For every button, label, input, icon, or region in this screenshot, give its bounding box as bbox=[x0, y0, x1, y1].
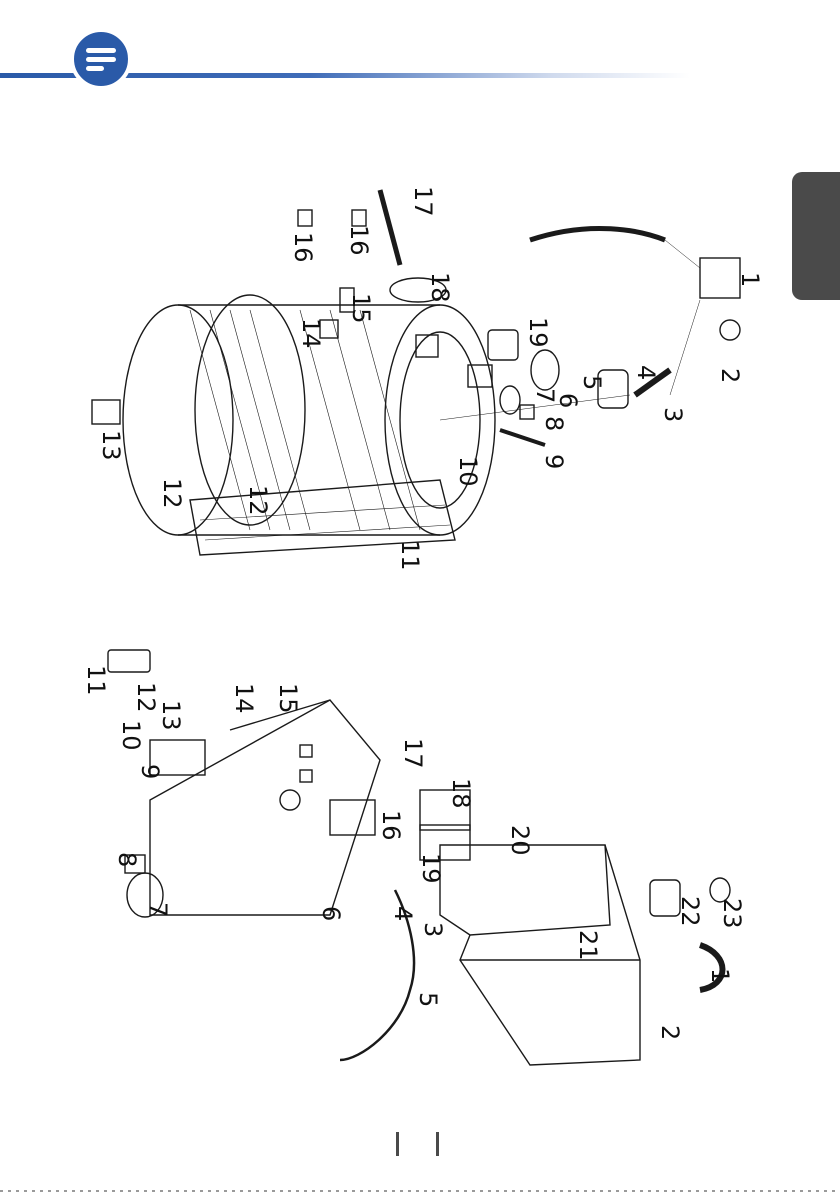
callout-16b-top: 16 bbox=[345, 225, 373, 256]
callout-19-top: 19 bbox=[524, 317, 552, 348]
callout-21-bottom: 21 bbox=[574, 930, 602, 961]
footer-mark-right bbox=[436, 1132, 439, 1156]
callout-8-bottom: 8 bbox=[113, 852, 141, 867]
screw-part bbox=[520, 405, 534, 419]
washer-part bbox=[531, 350, 559, 390]
handle-part bbox=[92, 400, 120, 424]
callout-14-bottom: 14 bbox=[230, 683, 258, 714]
thermocouple-part bbox=[500, 430, 545, 445]
callout-4-top: 4 bbox=[632, 365, 660, 380]
callout-1-bottom: 1 bbox=[706, 968, 734, 983]
callout-2-top: 2 bbox=[716, 368, 744, 383]
gas-valve bbox=[330, 800, 375, 835]
callout-14-top: 14 bbox=[297, 318, 325, 349]
callout-15-bottom: 15 bbox=[274, 683, 302, 714]
callout-7-top: 7 bbox=[531, 388, 559, 403]
callout-6-bottom: 6 bbox=[317, 906, 345, 921]
callout-10-bottom: 10 bbox=[117, 720, 145, 751]
callout-15-top: 15 bbox=[347, 293, 375, 324]
gas-hose bbox=[530, 228, 665, 240]
callout-12b-top: 12 bbox=[158, 478, 186, 509]
connector-part bbox=[416, 335, 438, 357]
callout-11-bottom: 11 bbox=[82, 665, 110, 696]
callout-3-top: 3 bbox=[659, 407, 687, 422]
callout-4-bottom: 4 bbox=[389, 906, 417, 921]
callout-12a-top: 12 bbox=[244, 485, 272, 516]
callout-labels-bottom: 1 2 3 4 5 6 7 8 9 10 11 12 13 14 15 16 1… bbox=[82, 665, 746, 1040]
callout-16-bottom: 16 bbox=[377, 810, 405, 841]
mounting-plate bbox=[150, 700, 380, 915]
callout-5-bottom: 5 bbox=[414, 992, 442, 1007]
rod-part bbox=[380, 190, 400, 265]
callout-11-top: 11 bbox=[396, 540, 424, 571]
page-footer-marks bbox=[396, 1132, 446, 1156]
callout-9-bottom: 9 bbox=[136, 764, 164, 779]
callout-22-bottom: 22 bbox=[676, 896, 704, 927]
callout-19-bottom: 19 bbox=[417, 853, 445, 884]
callout-13-top: 13 bbox=[97, 430, 125, 461]
callout-17-bottom: 17 bbox=[399, 738, 427, 769]
fitting-part bbox=[468, 365, 492, 387]
callout-5-top: 5 bbox=[578, 375, 606, 390]
callout-7-bottom: 7 bbox=[144, 902, 172, 917]
callout-9-top: 9 bbox=[540, 454, 568, 469]
cap-part-a bbox=[298, 210, 312, 226]
callout-18-top: 18 bbox=[426, 272, 454, 303]
callout-1-top: 1 bbox=[736, 272, 764, 287]
callout-23-bottom: 23 bbox=[718, 898, 746, 929]
regulator-block bbox=[700, 258, 740, 298]
callout-8-top: 8 bbox=[540, 416, 568, 431]
cap-part-b bbox=[352, 210, 366, 226]
callout-3-bottom: 3 bbox=[419, 922, 447, 937]
footer-mark-left bbox=[396, 1132, 399, 1156]
regulator-knob bbox=[720, 320, 740, 340]
callout-17-top: 17 bbox=[409, 186, 437, 217]
housing-side bbox=[460, 845, 640, 1065]
housing-box bbox=[440, 845, 610, 935]
callout-20-bottom: 20 bbox=[506, 825, 534, 856]
callout-12-bottom: 12 bbox=[132, 682, 160, 713]
callout-10-top: 10 bbox=[454, 456, 482, 487]
callout-16a-top: 16 bbox=[289, 232, 317, 263]
callout-2-bottom: 2 bbox=[656, 1025, 684, 1040]
callout-18-bottom: 18 bbox=[447, 778, 475, 809]
ignition-button bbox=[650, 880, 680, 916]
valve-part bbox=[488, 330, 518, 360]
callout-13-bottom: 13 bbox=[157, 700, 185, 731]
label-plate bbox=[108, 650, 150, 672]
